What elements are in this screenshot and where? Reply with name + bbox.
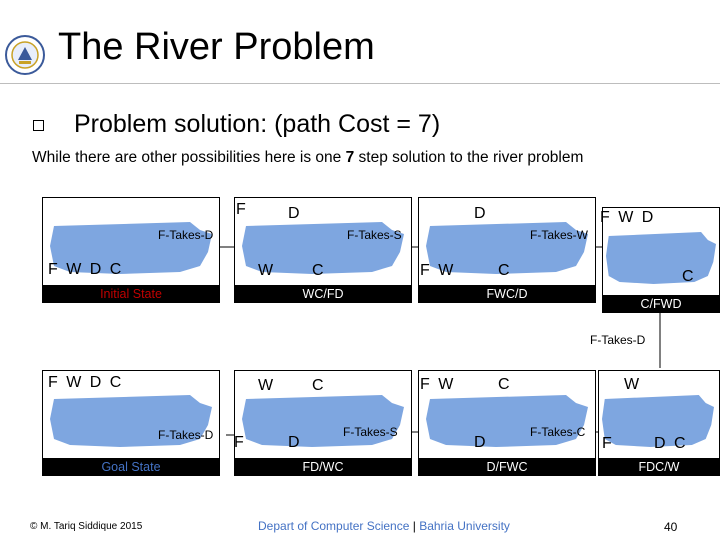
bullet-square-icon: [33, 120, 44, 131]
bank-top-right-label: C: [498, 376, 512, 393]
state-fdc-w: W F D C FDC/W: [598, 370, 720, 480]
bank-bottom-left-label: F W: [420, 262, 456, 279]
bank-bottom-right-label: D: [288, 434, 302, 451]
state-caption: Goal State: [42, 458, 220, 476]
bullet-text: Problem solution: (path Cost = 7): [74, 110, 441, 138]
bank-top-left-label: F: [236, 201, 248, 218]
move-label-6: F-Takes-S: [343, 425, 398, 439]
state-caption: Initial State: [42, 285, 220, 303]
bank-top-label: F W D: [600, 209, 656, 226]
bank-top-label: F W D C: [48, 374, 124, 391]
move-label-2: F-Takes-S: [347, 228, 402, 242]
bank-top-right-label: D: [474, 205, 488, 222]
river-shape: [50, 222, 212, 274]
bank-bottom-right-label: C: [498, 262, 512, 279]
bank-bottom-right-label: C: [682, 268, 696, 285]
state-caption: WC/FD: [234, 285, 412, 303]
state-c-fwd: F W D C C/FWD: [600, 207, 720, 317]
state-caption: C/FWD: [602, 295, 720, 313]
bank-bottom-right-label: D C: [654, 435, 688, 452]
bank-bottom-label: F W D C: [48, 261, 124, 278]
move-label-7: F-Takes-D: [158, 428, 214, 442]
bank-top-left-label: F W: [420, 376, 456, 393]
state-goal: F W D C Goal State: [42, 370, 232, 480]
state-fwc-d: D F W C FWC/D: [418, 197, 608, 307]
move-label-5: F-Takes-C: [530, 425, 586, 439]
intro-text: While there are other possibilities here…: [32, 149, 584, 166]
river-shape: [50, 395, 212, 447]
river-shape: [242, 222, 404, 274]
footer-department: Depart of Computer Science | Bahria Univ…: [258, 519, 510, 533]
bank-top-right-label: D: [288, 205, 302, 222]
river-shape: [426, 395, 588, 447]
page-number: 40: [664, 520, 678, 534]
footer-author: © M. Tariq Siddique 2015: [30, 521, 143, 532]
river-shape: [602, 395, 714, 447]
state-fd-wc: W C F D FD/WC: [234, 370, 424, 480]
bank-bottom-left-label: F: [602, 435, 614, 452]
move-label-4: F-Takes-D: [590, 333, 646, 347]
bank-top-label: W: [624, 376, 642, 393]
state-caption: FDC/W: [598, 458, 720, 476]
bank-bottom-left-label: W: [258, 262, 276, 279]
bank-top-left-label: W: [258, 377, 276, 394]
state-initial: F W D C Initial State: [42, 197, 232, 307]
river-shape: [426, 222, 588, 274]
bank-bottom-right-label: C: [312, 262, 326, 279]
bank-top-right-label: C: [312, 377, 326, 394]
slide-title: The River Problem: [58, 26, 375, 68]
state-caption: FWC/D: [418, 285, 596, 303]
state-caption: FD/WC: [234, 458, 412, 476]
bank-bottom-right-label: D: [474, 434, 488, 451]
title-divider: [0, 83, 720, 84]
state-wc-fd: F D W C WC/FD: [234, 197, 424, 307]
move-label-1: F-Takes-D: [158, 228, 214, 242]
move-label-3: F-Takes-W: [530, 228, 588, 242]
river-shape: [242, 395, 404, 447]
river-shape: [606, 232, 716, 284]
state-caption: D/FWC: [418, 458, 596, 476]
state-d-fwc: F W C D D/FWC: [418, 370, 608, 480]
university-seal-icon: [5, 35, 45, 75]
bank-bottom-left-label: F: [234, 434, 246, 451]
